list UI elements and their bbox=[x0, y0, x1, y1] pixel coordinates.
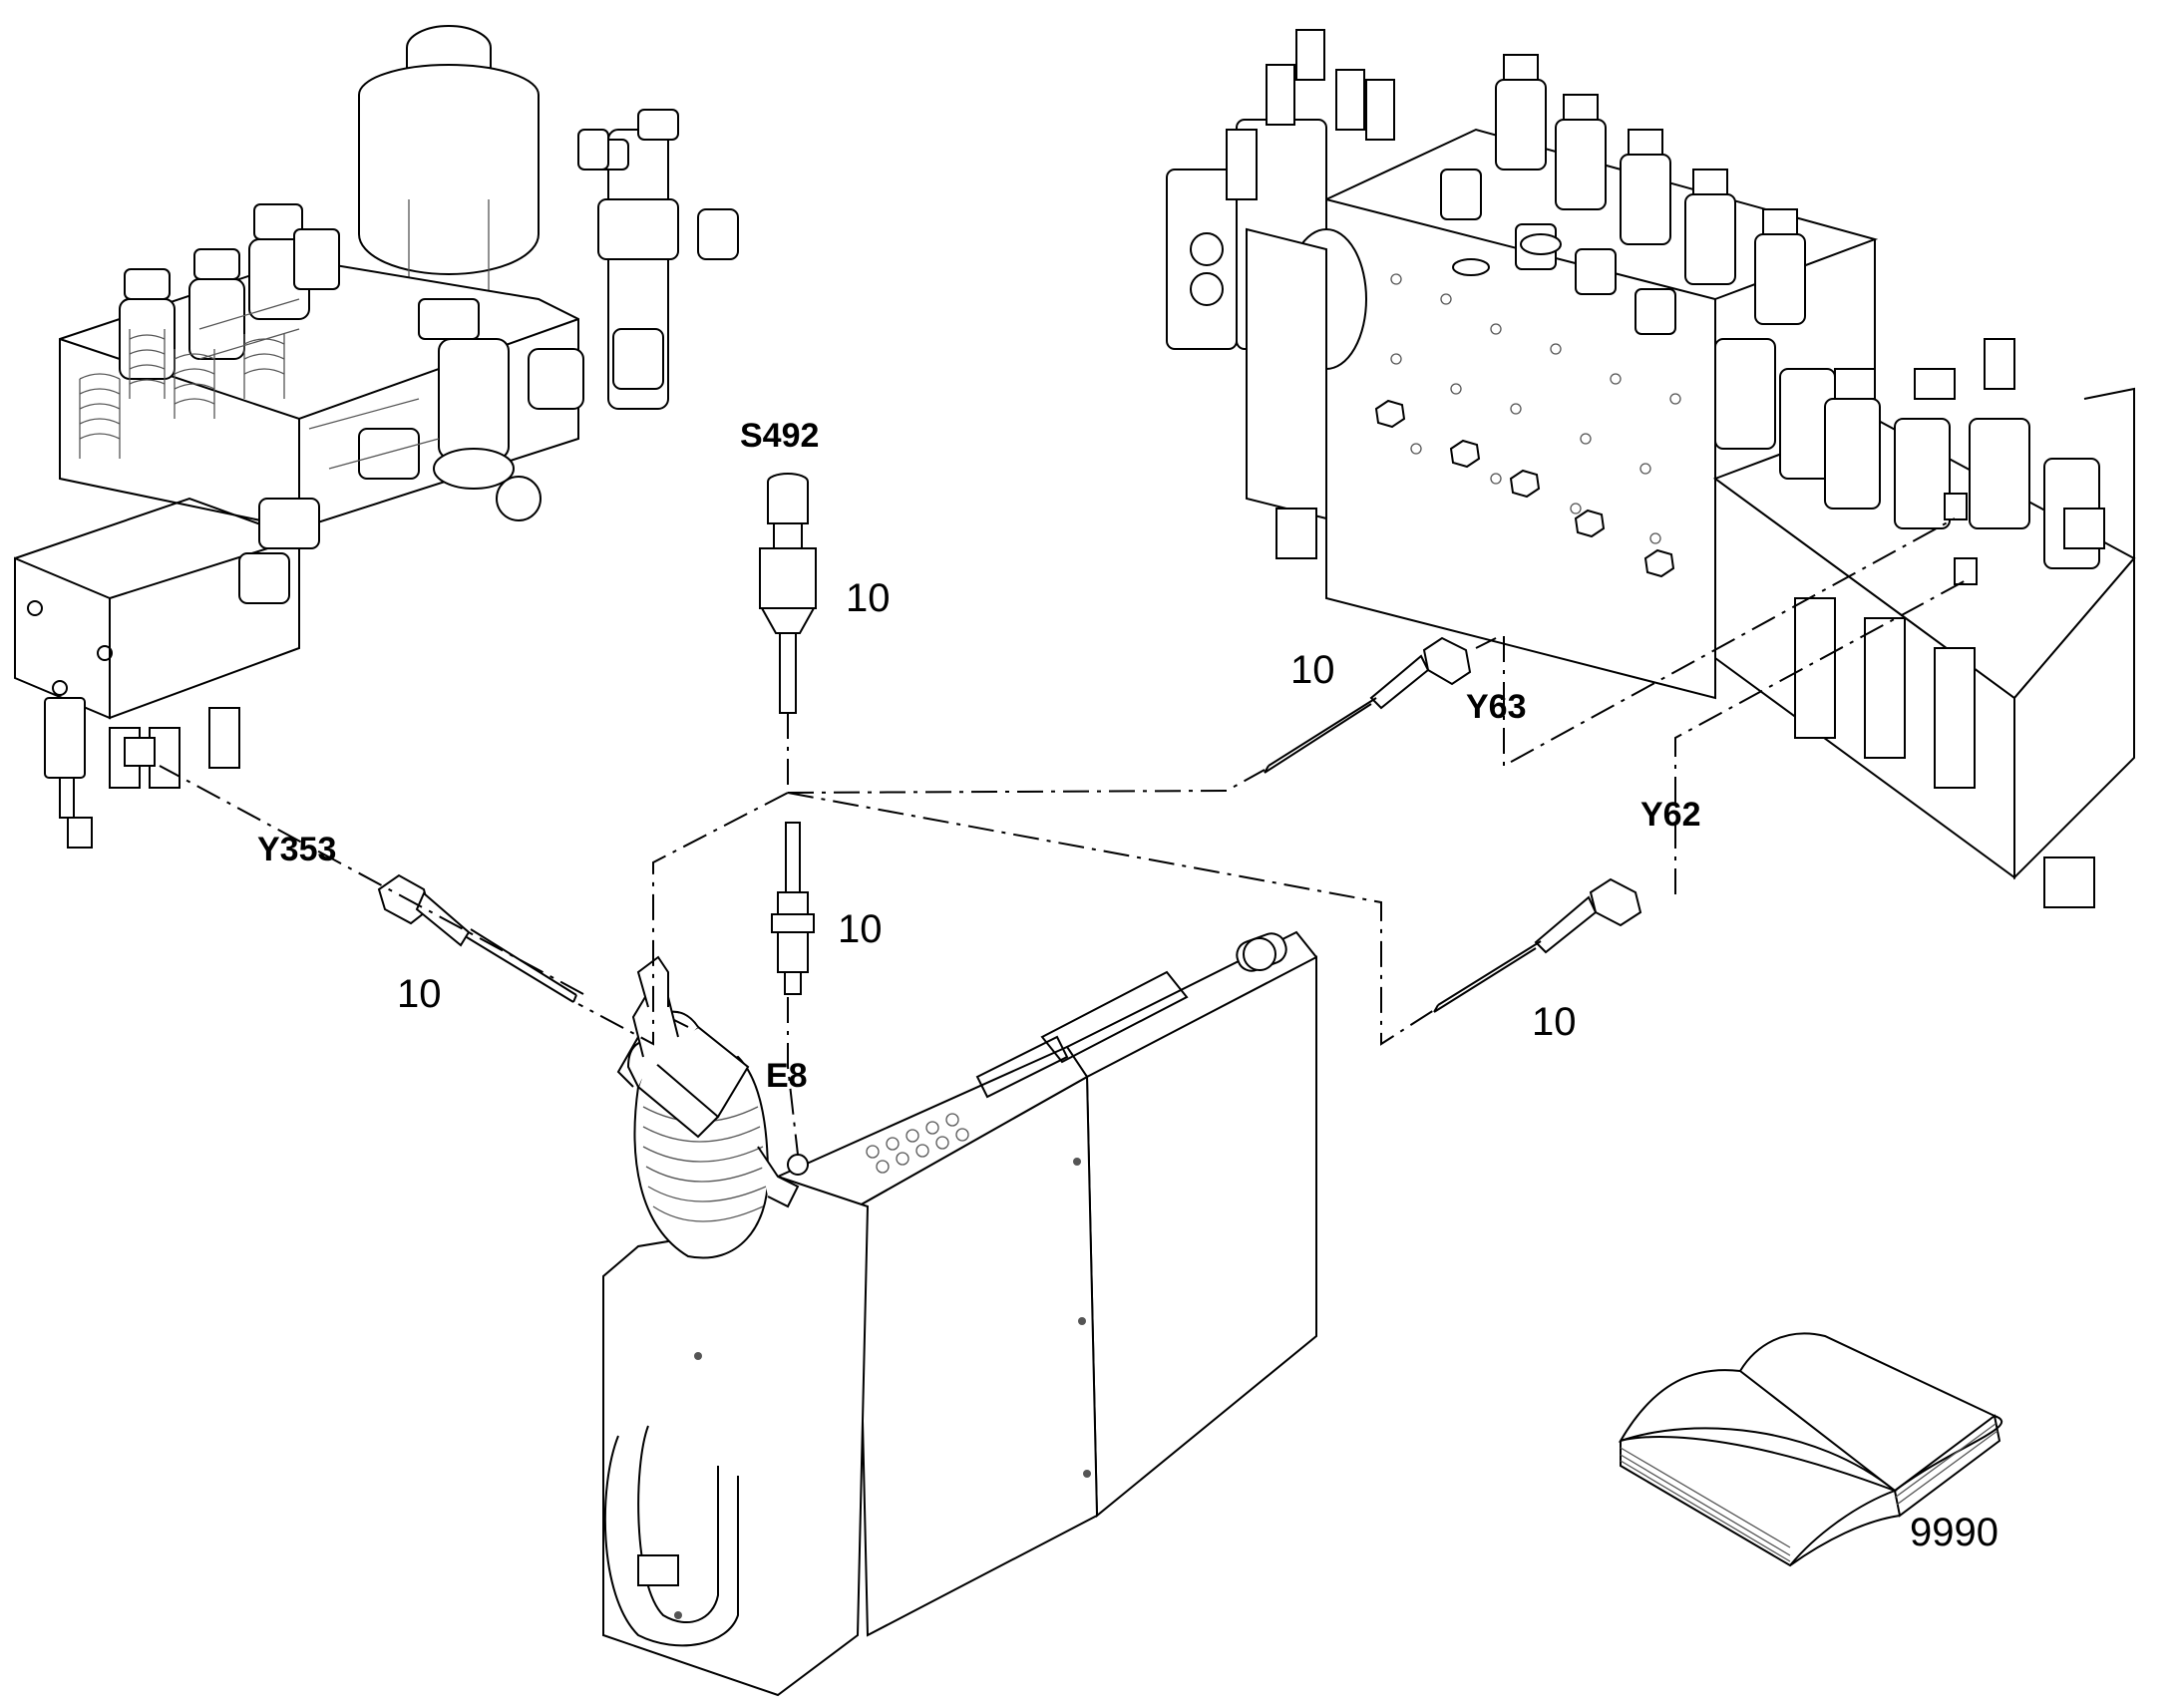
hydraulic-valve-block-left bbox=[14, 25, 739, 849]
joystick bbox=[616, 955, 809, 1259]
qty-label-y62: 10 bbox=[1532, 1000, 1577, 1044]
label-y353: Y353 bbox=[257, 831, 337, 868]
hydraulic-control-valve-right bbox=[1166, 29, 2136, 908]
label-y63: Y63 bbox=[1466, 688, 1527, 726]
qty-label-y63: 10 bbox=[1290, 648, 1335, 692]
qty-label-e8: 10 bbox=[838, 907, 883, 951]
qty-label-y353: 10 bbox=[397, 972, 442, 1016]
lamp-bulb bbox=[771, 822, 815, 995]
label-e8: E8 bbox=[766, 1057, 808, 1095]
label-s492: S492 bbox=[740, 417, 820, 455]
manual-book-icon bbox=[1618, 1332, 2003, 1567]
connection-lines bbox=[159, 517, 1971, 1156]
qty-label-s492: 10 bbox=[846, 576, 891, 620]
pressure-switch bbox=[759, 473, 817, 714]
connector-y63 bbox=[1264, 636, 1472, 774]
manual-number: 9990 bbox=[1910, 1511, 1998, 1554]
label-y62: Y62 bbox=[1640, 796, 1701, 834]
connector-y62 bbox=[1433, 877, 1642, 1013]
control-console bbox=[602, 930, 1317, 1697]
